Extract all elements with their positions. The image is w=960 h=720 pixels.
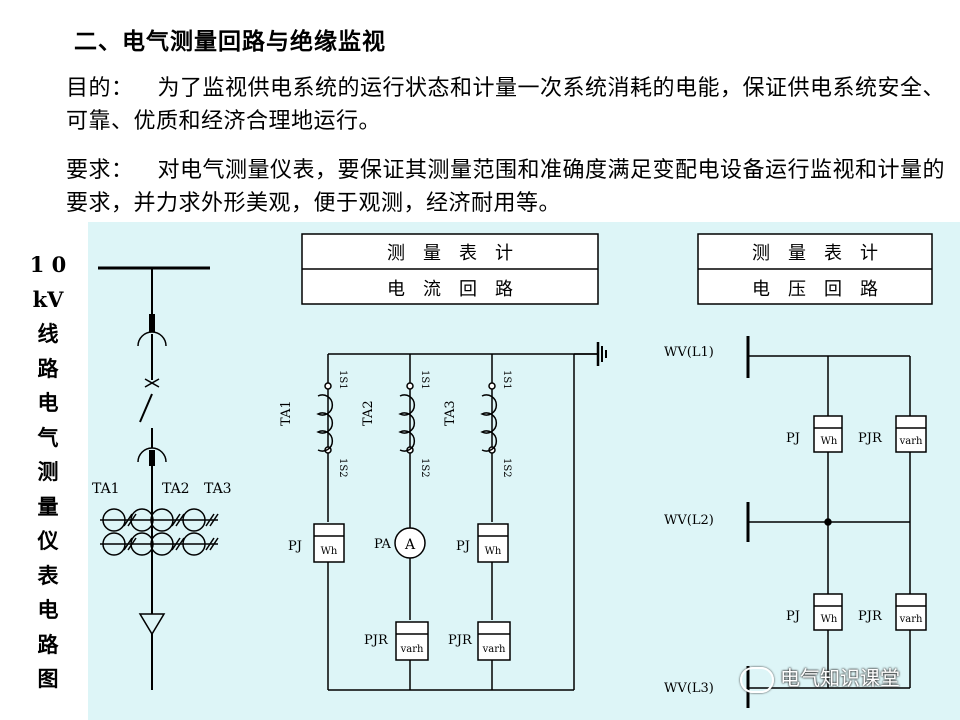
pjr-label: PJR: [858, 609, 883, 624]
voltage-box-row2: 电 压 回 路: [752, 279, 878, 300]
side-title-char: 测: [37, 459, 59, 484]
side-title-char: 电: [37, 390, 59, 415]
current-circuit-title-box: 测 量 表 计 电 流 回 路: [301, 233, 599, 305]
pj-wh-unit: Wh: [485, 546, 502, 557]
side-title-char: 图: [37, 666, 59, 691]
side-title-char: 气: [37, 424, 59, 450]
pa-label: PA: [374, 537, 392, 552]
side-title: 1 0 kV 线 路 电 气 测 量 仪 表 电 路 图: [20, 248, 76, 697]
ct-name-ta2: TA2: [361, 400, 376, 426]
primary-one-line: TA1 TA2 TA3: [92, 266, 232, 690]
purpose-label: 目的：: [66, 76, 134, 101]
requirement-text: 对电气测量仪表，要保证其测量范围和准确度满足变配电设备运行监视和计量的要求，并力…: [66, 158, 946, 216]
pj-label: PJ: [786, 609, 800, 624]
side-title-char: 路: [37, 631, 59, 657]
pj-wh-unit: Wh: [321, 546, 338, 557]
terminal-1s2: 1S2: [337, 458, 348, 478]
pj-label: PJ: [288, 539, 302, 554]
bus-l1-label: WV(L1): [664, 345, 714, 360]
current-box-row2: 电 流 回 路: [387, 279, 513, 300]
terminal-1s1: 1S1: [419, 370, 430, 390]
side-title-char: 量: [37, 493, 59, 519]
ct-name-ta1: TA1: [279, 400, 294, 426]
ct-name-ta3: TA3: [443, 400, 458, 426]
pjr-varh-unit: varh: [400, 644, 424, 655]
voltage-circuit: WV(L1) WV(L2) WV(L3) Wh PJ varh PJR Wh P…: [664, 336, 927, 708]
ct-rings: [100, 508, 219, 556]
side-title-char: 仪: [37, 528, 59, 553]
page-heading: 二、电气测量回路与绝缘监视: [74, 29, 386, 55]
requirement-label: 要求：: [66, 158, 134, 183]
watermark: 电气知识课堂: [740, 662, 900, 693]
purpose-text: 为了监视供电系统的运行状态和计量一次系统消耗的电能，保证供电系统安全、可靠、优质…: [66, 76, 946, 134]
pj-wh-unit: Wh: [821, 614, 838, 625]
pjr-label: PJR: [448, 633, 473, 648]
pj-wh-unit: Wh: [821, 436, 838, 447]
diagram-panel: [88, 222, 960, 720]
voltage-circuit-title-box: 测 量 表 计 电 压 回 路: [697, 233, 933, 305]
terminal-1s1: 1S1: [337, 370, 348, 390]
ct-label-ta3: TA3: [204, 481, 232, 497]
purpose-paragraph: 目的：为了监视供电系统的运行状态和计量一次系统消耗的电能，保证供电系统安全、可靠…: [66, 72, 956, 138]
side-title-char: 1 0: [29, 252, 67, 277]
pjr-varh-unit: varh: [899, 436, 923, 447]
ct-label-ta2: TA2: [162, 481, 190, 497]
terminal-1s2: 1S2: [419, 458, 430, 478]
pjr-varh-unit: varh: [482, 644, 506, 655]
bus-l2-label: WV(L2): [664, 513, 714, 528]
side-title-char: 电: [37, 597, 59, 622]
watermark-text: 电气知识课堂: [780, 666, 900, 690]
ammeter-symbol: A: [404, 537, 416, 553]
voltage-box-row1: 测 量 表 计: [752, 243, 878, 264]
pjr-label: PJR: [858, 431, 883, 446]
pjr-varh-unit: varh: [899, 614, 923, 625]
terminal-1s1: 1S1: [501, 370, 512, 390]
pjr-label: PJR: [364, 633, 389, 648]
bus-l3-label: WV(L3): [664, 681, 714, 696]
chat-bubble-icon: [740, 666, 774, 693]
measurement-circuit-diagram: TA1 TA2 TA3 测 量 表 计 电 流 回 路 测 量 表 计: [92, 233, 933, 708]
pj-label: PJ: [786, 431, 800, 446]
terminal-1s2: 1S2: [501, 458, 512, 478]
requirement-paragraph: 要求：对电气测量仪表，要保证其测量范围和准确度满足变配电设备运行监视和计量的要求…: [66, 154, 956, 220]
side-title-char: 路: [37, 355, 59, 381]
side-title-char: 表: [37, 562, 59, 588]
side-title-char: kV: [32, 286, 64, 312]
current-circuit: TA1 1S1 1S2 Wh PJ TA2 1S1 1S2 A PA varh …: [279, 342, 607, 691]
ct-label-ta1: TA1: [92, 481, 120, 497]
pj-label: PJ: [456, 539, 470, 554]
side-title-char: 线: [37, 321, 59, 346]
current-box-row1: 测 量 表 计: [387, 243, 513, 264]
